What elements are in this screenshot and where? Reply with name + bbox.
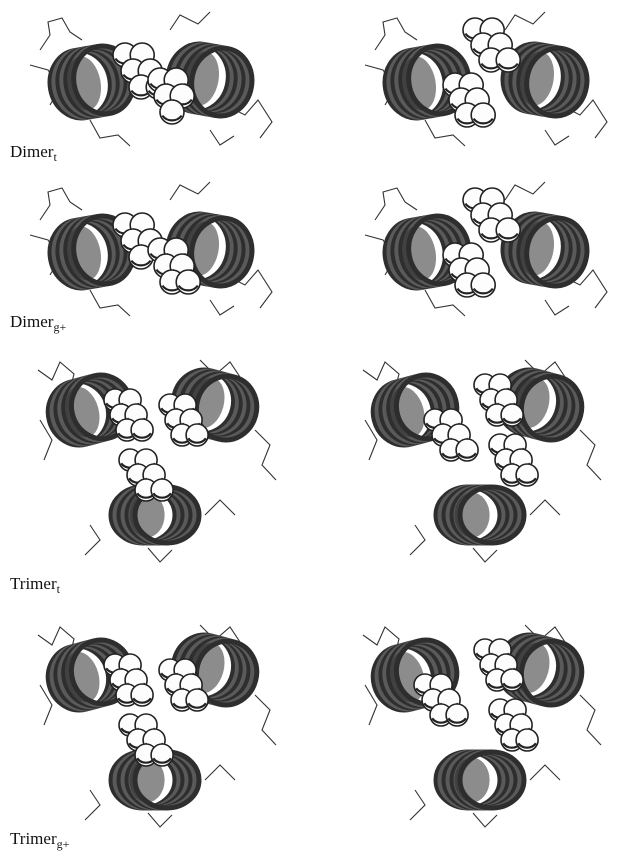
dimer-t-right-panel	[355, 10, 615, 150]
side-chain-trace	[210, 300, 234, 315]
trimer-gp-left-panel	[30, 615, 280, 830]
trimer-t-left-structure	[30, 350, 280, 565]
side-chain-trace	[505, 182, 545, 200]
side-chain-trace	[205, 765, 235, 780]
side-chain-trace	[530, 765, 560, 780]
side-chain-trace	[210, 130, 234, 145]
trimer-gp-label-base: Trimer	[10, 829, 57, 848]
side-chain-trace	[545, 130, 569, 145]
side-chain-trace	[473, 548, 497, 562]
side-chain-trace	[255, 695, 276, 745]
side-chain-trace	[90, 290, 130, 316]
trimer-t-left-panel	[30, 350, 280, 565]
side-chain-trace	[255, 430, 276, 480]
side-chain-trace	[473, 813, 497, 827]
dimer-gp-label-base: Dimer	[10, 312, 53, 331]
trimer-t-label-sub: t	[57, 582, 60, 596]
trimer-t-right-structure	[355, 350, 605, 565]
side-chain-trace	[170, 182, 210, 200]
dimer-gp-right-panel	[355, 180, 615, 320]
side-chain-trace	[40, 18, 82, 50]
helix	[436, 752, 524, 808]
side-chain-trace	[90, 120, 130, 146]
side-chain-trace	[375, 188, 417, 220]
side-chain-trace	[410, 790, 425, 820]
trimer-t-label-base: Trimer	[10, 574, 57, 593]
dimer-t-label-sub: t	[53, 150, 56, 164]
side-chain-trace	[545, 300, 569, 315]
dimer-gp-left-panel	[20, 180, 280, 320]
trimer-gp-left-structure	[30, 615, 280, 830]
helix	[436, 487, 524, 543]
dimer-t-left-panel	[20, 10, 280, 150]
side-chain-trace	[85, 525, 100, 555]
dimer-t-label-base: Dimer	[10, 142, 53, 161]
side-chain-trace	[530, 500, 560, 515]
helix-shadow	[454, 493, 489, 538]
side-chain-trace	[580, 695, 601, 745]
trimer-t-label: Trimert	[10, 575, 60, 595]
side-chain-trace	[375, 18, 417, 50]
trimer-gp-label: Trimerg+	[10, 830, 69, 850]
side-chain-trace	[410, 525, 425, 555]
trimer-gp-right-panel	[355, 615, 605, 830]
trimer-gp-right-structure	[355, 615, 605, 830]
side-chain-trace	[85, 790, 100, 820]
side-chain-trace	[148, 548, 172, 562]
trimer-gp-label-sub: g+	[57, 837, 70, 851]
side-chain-trace	[205, 500, 235, 515]
dimer-gp-label: Dimerg+	[10, 313, 66, 333]
side-chain-trace	[505, 12, 545, 30]
dimer-gp-label-sub: g+	[53, 320, 66, 334]
dimer-gp-left-structure	[20, 180, 280, 320]
side-chain-trace	[148, 813, 172, 827]
helix-shadow	[454, 758, 489, 803]
side-chain-trace	[170, 12, 210, 30]
dimer-gp-right-structure	[355, 180, 615, 320]
side-chain-trace	[580, 430, 601, 480]
dimer-t-label: Dimert	[10, 143, 57, 163]
side-chain-trace	[40, 188, 82, 220]
trimer-t-right-panel	[355, 350, 605, 565]
dimer-t-right-structure	[355, 10, 615, 150]
dimer-t-left-structure	[20, 10, 280, 150]
